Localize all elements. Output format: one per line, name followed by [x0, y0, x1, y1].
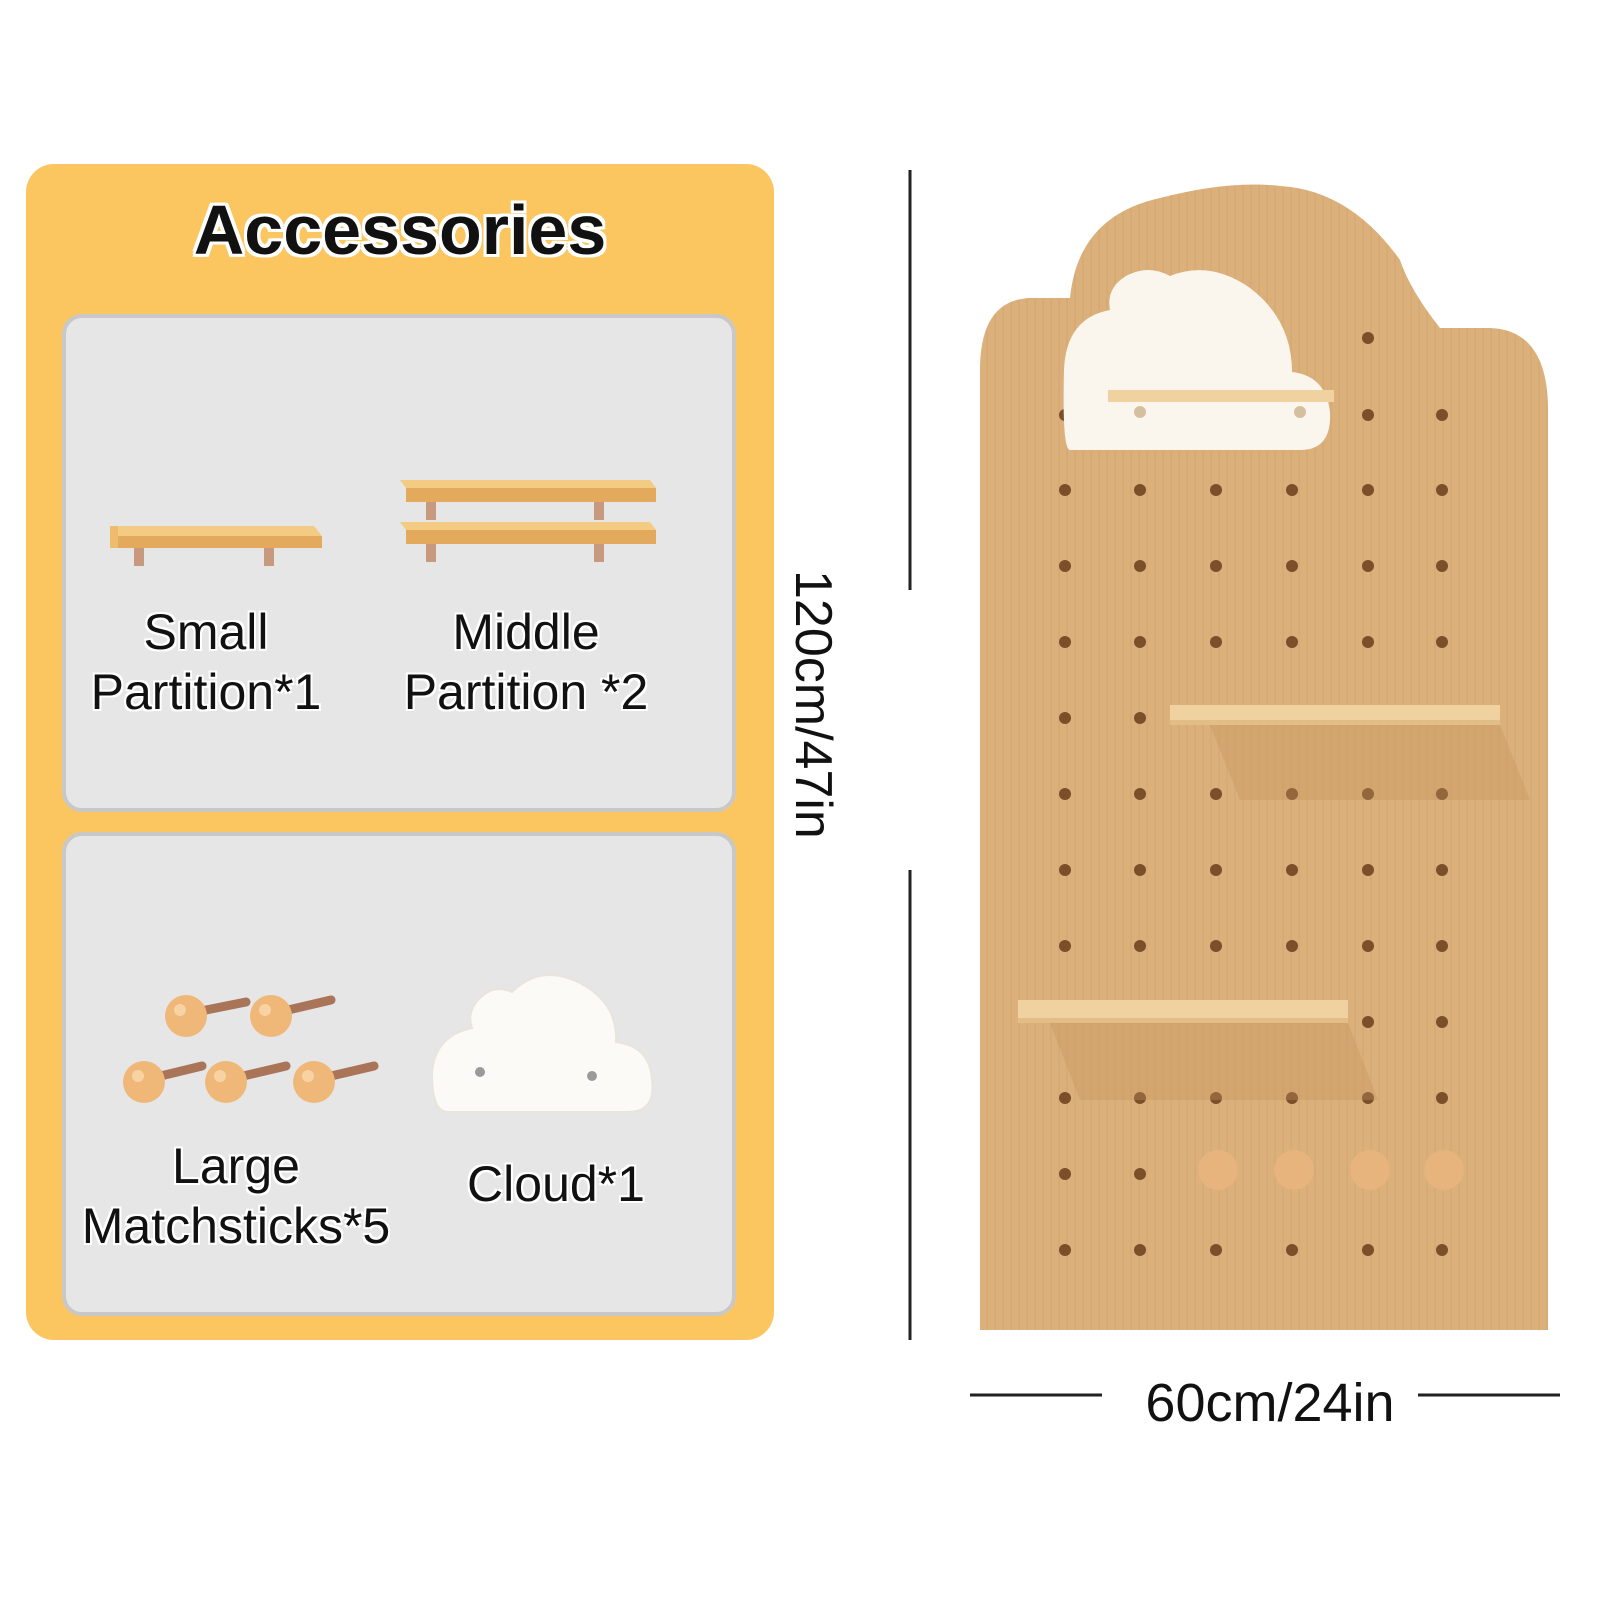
cloud-image [430, 974, 654, 1113]
width-dimension-line [970, 1393, 1560, 1397]
middle-partition-label: Middle Partition *2 [403, 604, 649, 720]
cloud-label: Cloud*1 [467, 1156, 645, 1212]
height-label: 120cm/47in [784, 570, 842, 839]
pegboard-image [980, 184, 1548, 1330]
small-partition-label: Small Partition*1 [90, 604, 322, 720]
hooks-cloud-card: Large Matchsticks*5 Cloud*1 [62, 832, 736, 1316]
matchsticks-label: Large Matchsticks*5 [81, 1138, 391, 1254]
accessories-panel: Accessories Small Partition*1 Middle [26, 164, 774, 1340]
middle-partition-image [400, 480, 656, 562]
width-label: 60cm/24in [1145, 1373, 1395, 1433]
small-partition-image [110, 526, 322, 566]
partition-card: Small Partition*1 Middle Partition *2 [62, 314, 736, 812]
matchsticks-image [123, 995, 379, 1103]
accessories-title: Accessories [193, 191, 607, 269]
height-dimension-line [908, 170, 912, 1340]
